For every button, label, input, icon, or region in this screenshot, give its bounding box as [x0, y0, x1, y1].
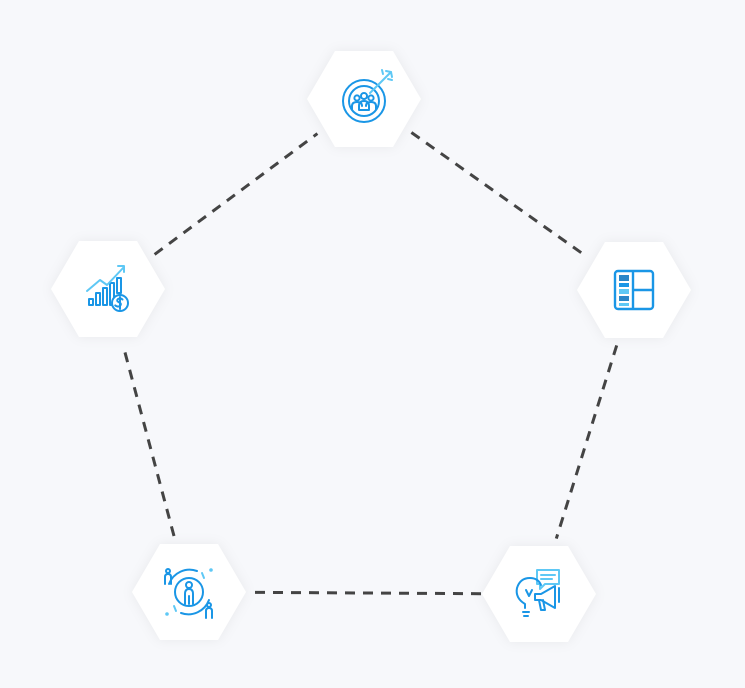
idea-megaphone-icon: [515, 569, 560, 617]
connector-right-to-bottom-right: [554, 344, 619, 540]
connector-bottom-left-to-left: [121, 344, 176, 537]
hexagon-shape: [132, 544, 246, 640]
node-right: [577, 242, 691, 338]
connector-top-to-right: [410, 131, 588, 258]
layout-panel-icon: [613, 269, 655, 311]
node-left: [51, 241, 165, 337]
connector-left-to-top: [153, 132, 319, 256]
connector-bottom-right-to-bottom-left: [246, 590, 482, 596]
node-bottom-left: [132, 544, 246, 640]
connector-lines: [121, 131, 619, 596]
target-audience-icon: [342, 69, 393, 123]
node-top: [307, 51, 421, 147]
node-bottom-right: [482, 546, 596, 642]
revenue-growth-icon: [86, 265, 129, 312]
customer-focus-icon: [164, 568, 213, 619]
